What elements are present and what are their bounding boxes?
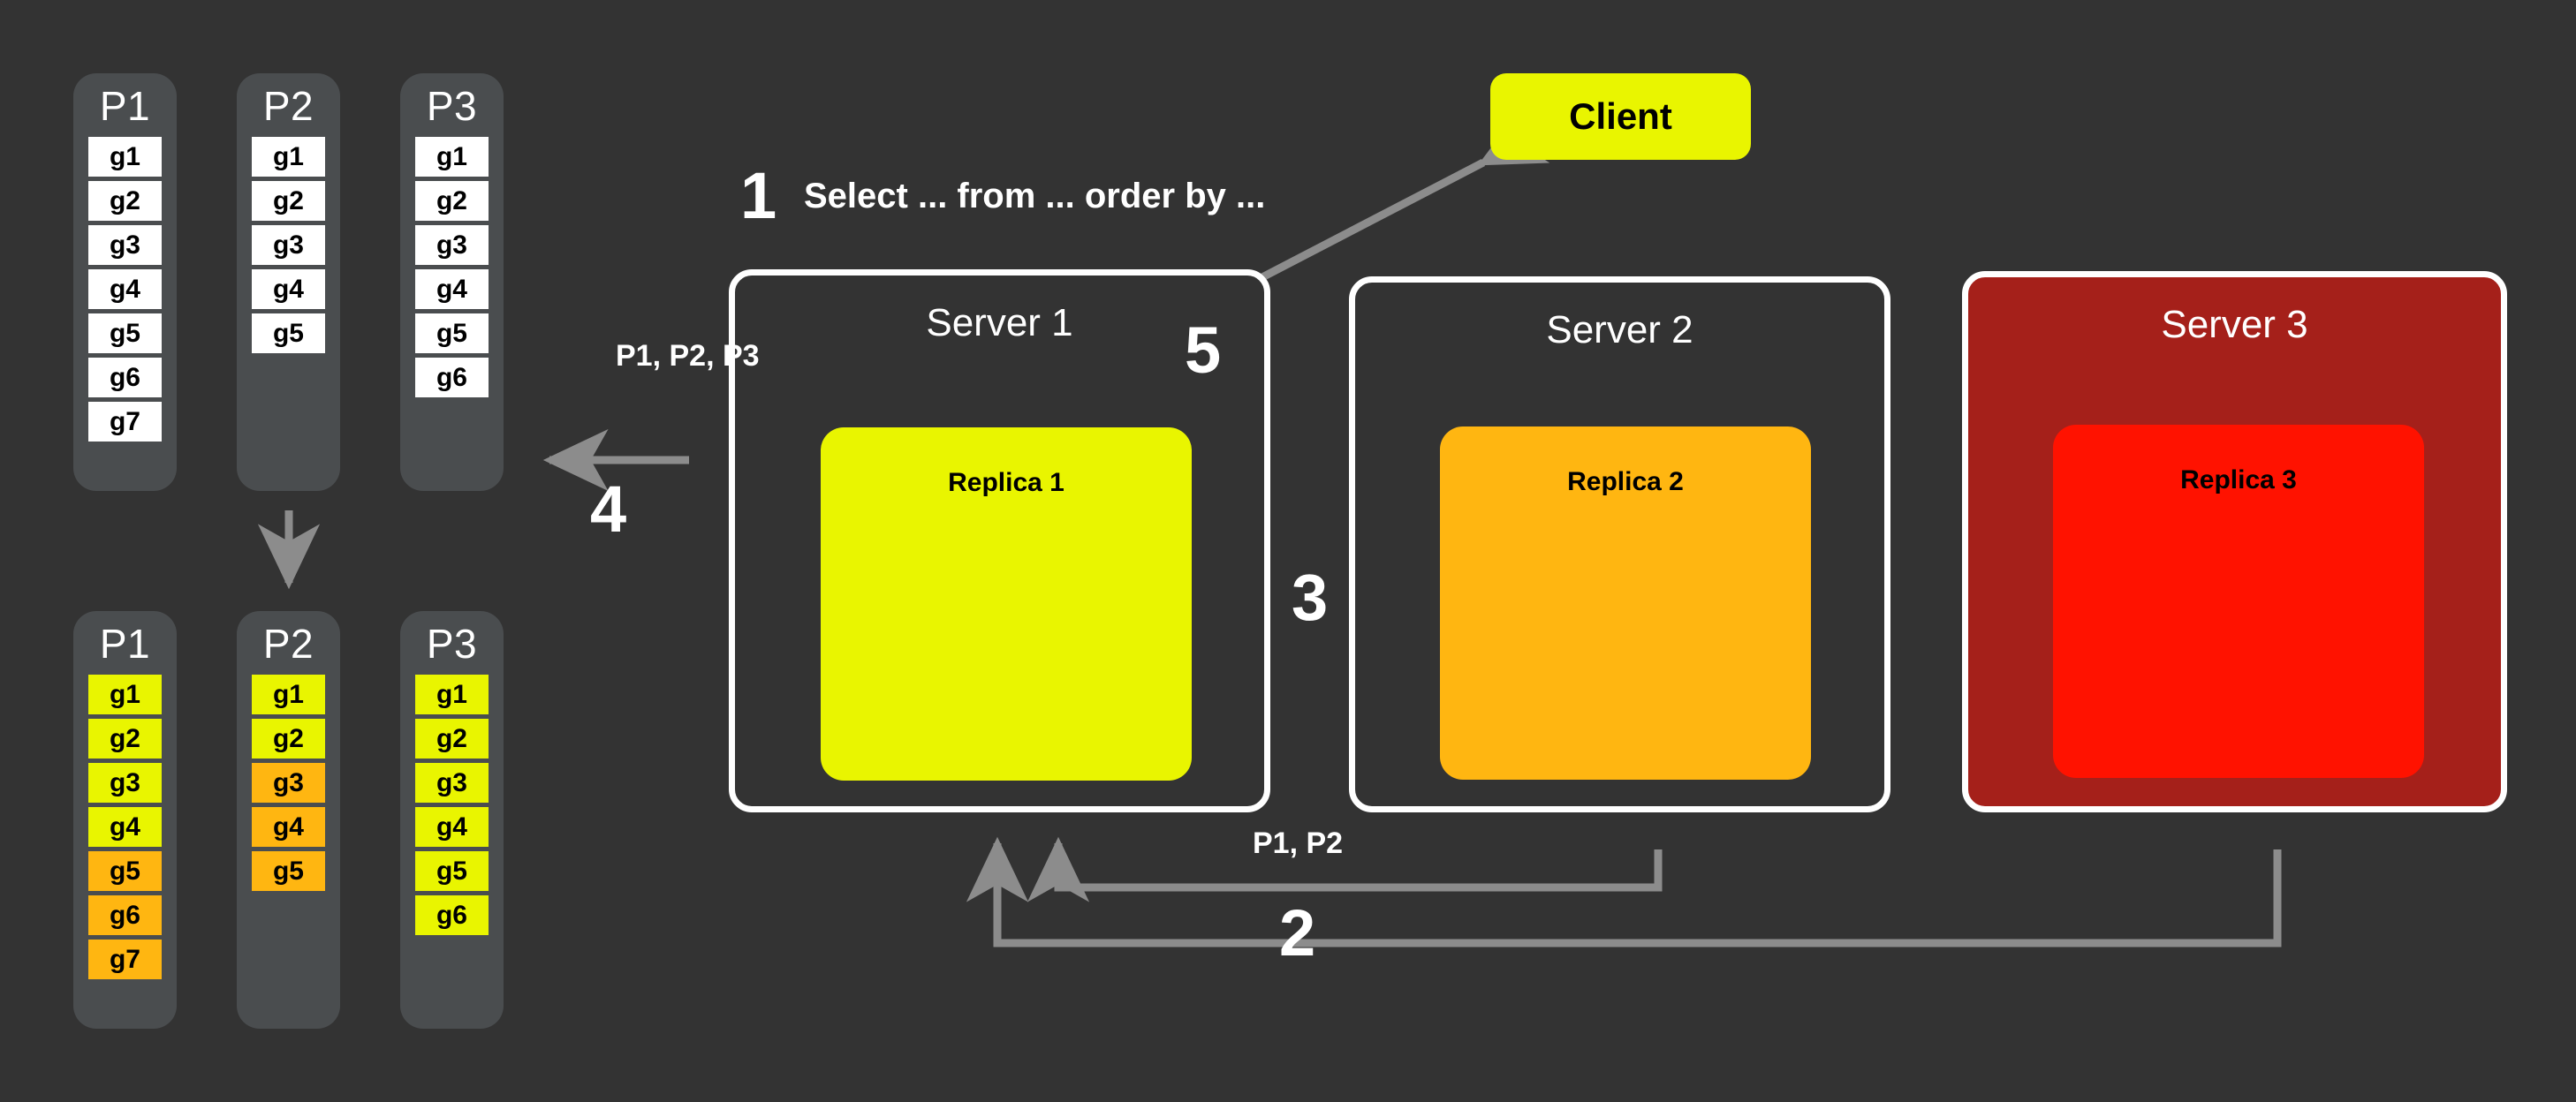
partition-cells: g1 g2 g3 g4 g5 g6 [415,675,489,935]
step-5-number: 5 [1185,313,1222,387]
partition-cell: g4 [415,807,489,847]
partition-cell: g2 [415,181,489,221]
server-1-title: Server 1 [926,301,1073,344]
partition-cells: g1 g2 g3 g4 g5 g6 [415,137,489,397]
partition-title: P3 [426,621,478,667]
partition-cells: g1 g2 g3 g4 g5 [252,137,325,353]
replica-2-node[interactable]: Replica 2 [1440,426,1811,780]
partition-cell: g2 [88,719,162,759]
partition-cell: g5 [252,313,325,353]
partition-bottom-p2: P2 g1 g2 g3 g4 g5 [237,611,340,1029]
partition-cell: g6 [88,358,162,397]
replica-3-node[interactable]: Replica 3 [2053,425,2424,778]
partition-cell: g4 [252,269,325,309]
query-text-label: Select ... from ... order by ... [804,177,1266,215]
partition-cell: g1 [252,137,325,177]
partition-cell: g5 [415,851,489,891]
server-2-title: Server 2 [1546,308,1693,351]
replica-3-label: Replica 3 [2180,465,2297,494]
server-2-box[interactable]: Server 2 Replica 2 [1349,276,1890,812]
partition-cell: g5 [88,313,162,353]
arrow-step2-server3-to-server1 [966,836,2282,947]
partition-cell: g3 [252,225,325,265]
partition-cell: g4 [252,807,325,847]
partition-title: P2 [262,621,314,667]
partition-title: P2 [262,83,314,129]
partition-top-p1: P1 g1 g2 g3 g4 g5 g6 g7 [73,73,177,491]
arrow-step2-server2-to-server1 [1027,836,1663,902]
partition-cell: g2 [415,719,489,759]
partition-cell: g1 [415,137,489,177]
replica-1-label: Replica 1 [948,468,1064,497]
server-1-box[interactable]: Server 1 Replica 1 [729,269,1270,812]
partition-cell: g3 [252,763,325,803]
server-3-box[interactable]: Server 3 Replica 3 [1962,271,2507,812]
partition-cell: g3 [415,225,489,265]
partition-cell: g1 [415,675,489,714]
partitions-all-label: P1, P2, P3 [616,339,760,373]
partition-cell: g5 [88,851,162,891]
step-4-number: 4 [590,472,627,546]
partition-cell: g2 [252,719,325,759]
step-2-number: 2 [1279,896,1316,970]
partition-cell: g6 [415,895,489,935]
partition-cell: g5 [415,313,489,353]
partition-cell: g4 [88,269,162,309]
client-label: Client [1569,95,1672,137]
partition-cell: g7 [88,940,162,979]
partition-cell: g1 [252,675,325,714]
client-node[interactable]: Client [1490,73,1751,160]
partition-cell: g2 [88,181,162,221]
partition-title: P1 [99,621,151,667]
partition-cells: g1 g2 g3 g4 g5 [252,675,325,891]
partition-top-p2: P2 g1 g2 g3 g4 g5 [237,73,340,491]
partition-cell: g1 [88,675,162,714]
partition-bottom-p1: P1 g1 g2 g3 g4 g5 g6 g7 [73,611,177,1029]
partitions-two-label: P1, P2 [1253,826,1344,860]
step-3-number: 3 [1292,561,1329,634]
partition-cell: g4 [88,807,162,847]
replica-1-node[interactable]: Replica 1 [821,427,1192,781]
server-3-title: Server 3 [2161,303,2308,346]
partition-cell: g2 [252,181,325,221]
partition-cells: g1 g2 g3 g4 g5 g6 g7 [88,137,162,442]
partition-title: P3 [426,83,478,129]
partition-cell: g7 [88,402,162,442]
partition-title: P1 [99,83,151,129]
step-1-number: 1 [740,159,777,232]
partition-cell: g3 [415,763,489,803]
replica-2-label: Replica 2 [1567,467,1684,496]
partition-cell: g5 [252,851,325,891]
partition-cell: g6 [88,895,162,935]
partition-cell: g6 [415,358,489,397]
partition-bottom-p3: P3 g1 g2 g3 g4 g5 g6 [400,611,504,1029]
partition-cell: g3 [88,763,162,803]
partition-cell: g3 [88,225,162,265]
partition-cell: g4 [415,269,489,309]
partition-top-p3: P3 g1 g2 g3 g4 g5 g6 [400,73,504,491]
partition-cell: g1 [88,137,162,177]
partition-cells: g1 g2 g3 g4 g5 g6 g7 [88,675,162,979]
